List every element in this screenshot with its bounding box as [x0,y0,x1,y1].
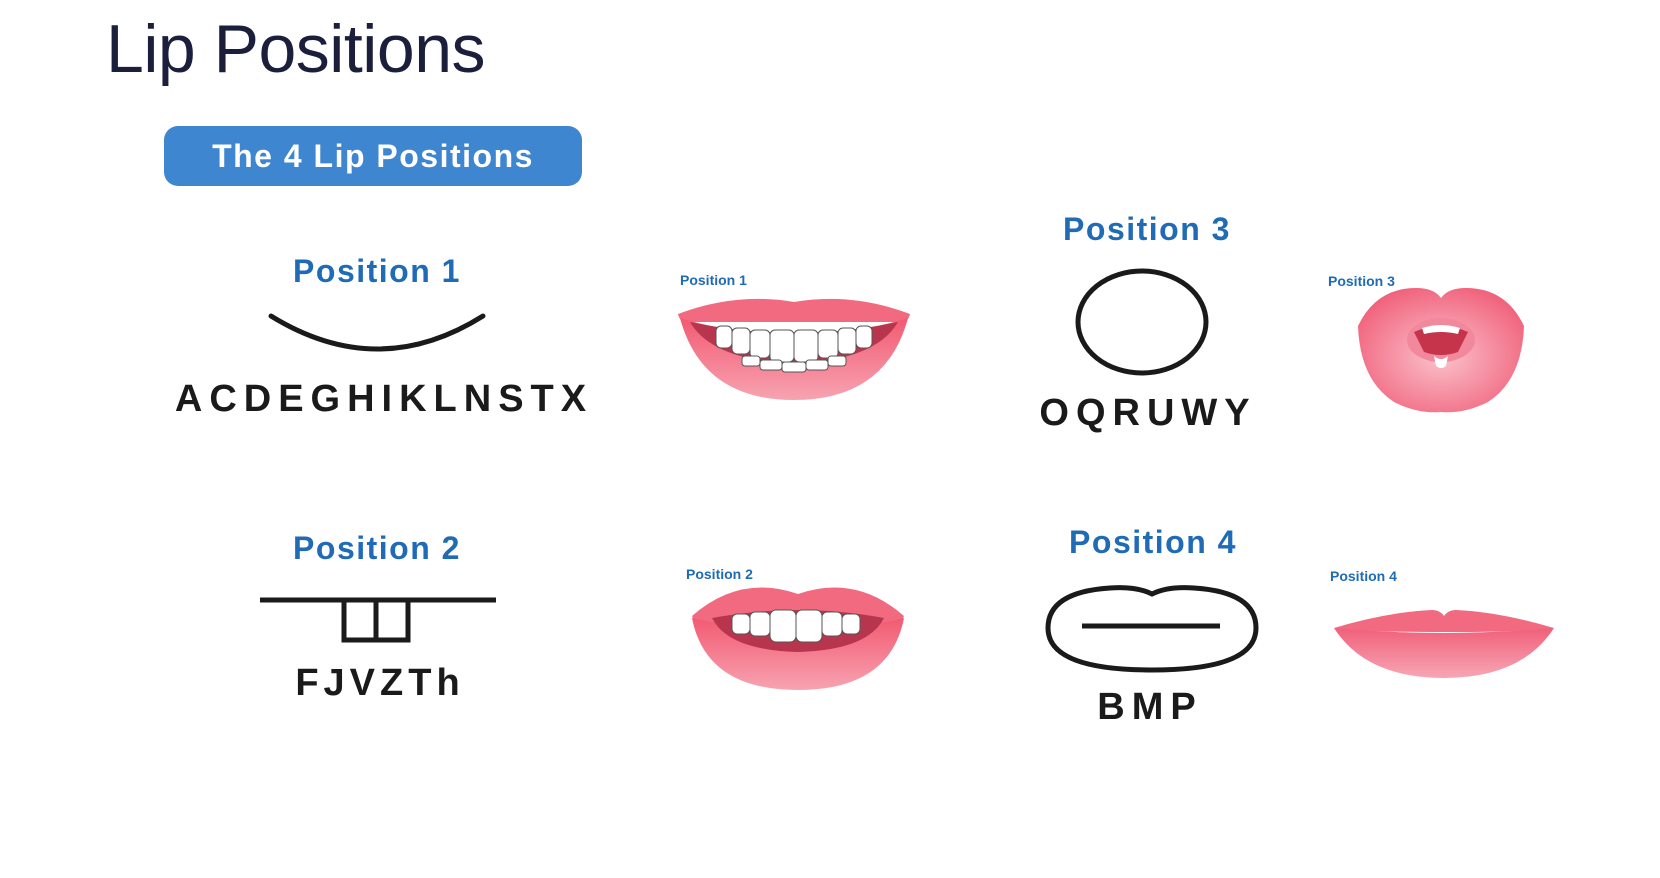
position-1-heading: Position 1 [293,253,461,289]
mouth-image-1-label: Position 1 [680,272,747,288]
closed-lips-icon [1045,585,1259,673]
lip-positions-badge: The 4 Lip Positions [164,126,582,186]
position-3-letters: OQRUWY [1039,392,1257,434]
position-4-heading: Position 4 [1069,524,1237,560]
mouth-position-1-image [678,298,910,400]
mouth-image-2-label: Position 2 [686,566,753,582]
mouth-position-2-image [692,587,904,690]
position-2-heading: Position 2 [293,530,461,566]
position-3-heading: Position 3 [1063,211,1231,247]
position-4-letters: BMP [1097,686,1203,728]
mouth-position-4-image [1334,610,1554,678]
teeth-on-lip-icon [260,597,496,643]
badge-label: The 4 Lip Positions [212,137,534,174]
page-title: Lip Positions [106,11,486,87]
smile-curve-icon [268,313,486,352]
mouth-image-3-label: Position 3 [1328,273,1395,289]
mouth-image-4-label: Position 4 [1330,568,1397,584]
position-1-letters: ACDEGHIKLNSTX [174,378,594,420]
position-2-letters: FJVZTh [295,662,465,704]
circle-icon [1075,268,1209,376]
mouth-position-3-image [1358,288,1524,413]
